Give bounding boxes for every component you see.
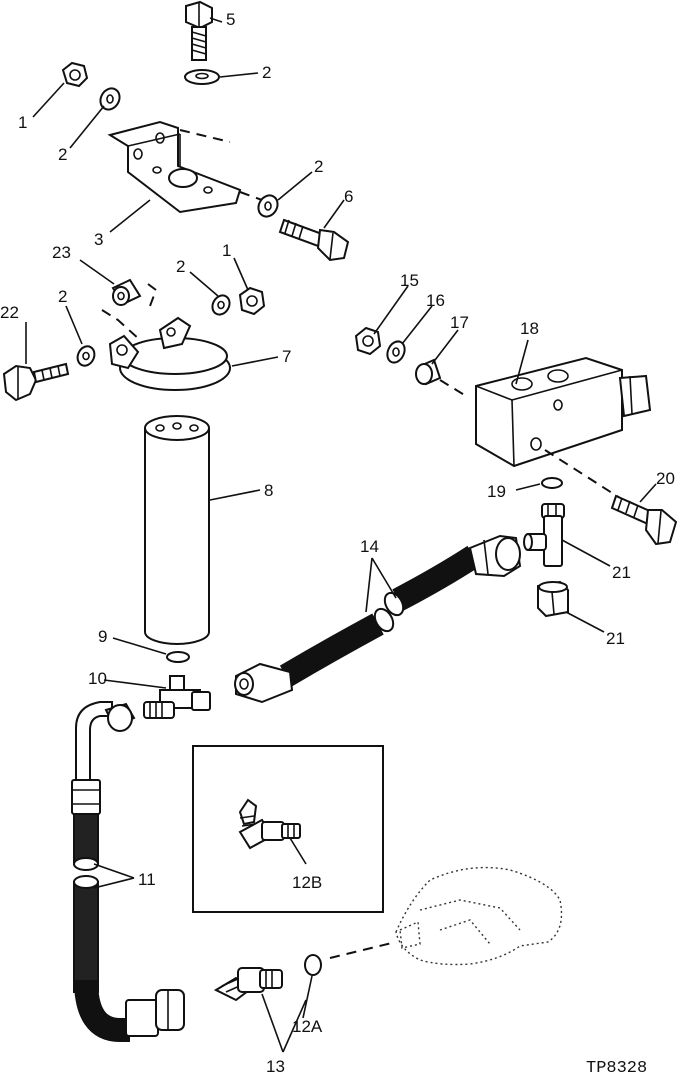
callout-4: 5 bbox=[226, 10, 235, 29]
part-1-nut-upper bbox=[61, 61, 89, 88]
part-20-tee-fitting bbox=[523, 503, 565, 567]
callout-6: 7 bbox=[282, 347, 291, 366]
part-19-cap-screw bbox=[610, 494, 678, 546]
part-16-spacer bbox=[415, 358, 442, 386]
callout-1-clamp: 1 bbox=[222, 241, 231, 260]
part-13-hose bbox=[234, 534, 522, 704]
callout-14: 15 bbox=[400, 271, 419, 290]
part-14-nut bbox=[354, 326, 382, 356]
part-3-bracket bbox=[107, 120, 263, 214]
callout-5: 6 bbox=[344, 187, 353, 206]
callout-20: 21 bbox=[612, 563, 631, 582]
callout-22: 22 bbox=[0, 303, 19, 322]
part-15-washer bbox=[386, 340, 406, 364]
compressor-outline bbox=[395, 866, 563, 966]
diagram-code: TP8328 bbox=[586, 1059, 647, 1078]
callout-2-left: 2 bbox=[58, 287, 67, 306]
callout-18: 19 bbox=[487, 482, 506, 501]
part-18-o-ring bbox=[541, 477, 563, 489]
callout-16: 17 bbox=[450, 313, 469, 332]
part-12b-fitting bbox=[213, 967, 283, 1002]
callout-1-upper: 1 bbox=[18, 113, 27, 132]
part-2-washer-right bbox=[257, 194, 279, 218]
callout-10: 11 bbox=[138, 870, 156, 889]
part-23-spacer bbox=[101, 278, 158, 341]
part-7-receiver-drier bbox=[144, 415, 210, 645]
part-21-nut bbox=[537, 580, 569, 618]
part-17-valve-block bbox=[439, 356, 652, 499]
callout-15: 16 bbox=[426, 291, 445, 310]
part-8-o-ring bbox=[166, 651, 190, 663]
callout-11: 12A bbox=[292, 1017, 323, 1036]
part-22-cap-screw bbox=[2, 362, 70, 402]
callout-23: 23 bbox=[52, 243, 71, 262]
part-2-washer-clamp bbox=[211, 294, 231, 316]
callout-12b: 13 bbox=[266, 1057, 285, 1076]
part-10-hose bbox=[71, 701, 185, 1042]
callout-2-clamp: 2 bbox=[176, 257, 185, 276]
callout-2-top: 2 bbox=[262, 63, 271, 82]
leader-lines bbox=[25, 17, 657, 1053]
callout-2-upper-left: 2 bbox=[58, 145, 67, 164]
callout-labels: 5 2 1 2 3 2 6 23 2 1 2 22 7 8 15 16 17 1… bbox=[0, 10, 675, 1078]
part-12a-inset-box bbox=[192, 745, 384, 913]
callout-17: 18 bbox=[520, 319, 539, 338]
callout-19: 20 bbox=[656, 469, 675, 488]
part-5-cap-screw bbox=[278, 218, 350, 262]
callout-12a: 12B bbox=[292, 873, 322, 892]
callout-9: 10 bbox=[88, 669, 107, 688]
part-11-o-ring bbox=[304, 954, 322, 976]
callout-21-label: 21 bbox=[606, 629, 625, 648]
part-1-nut-clamp bbox=[238, 286, 266, 316]
part-4-cap-screw bbox=[185, 0, 213, 61]
callout-8: 9 bbox=[98, 627, 107, 646]
callout-2-bracket-right: 2 bbox=[314, 157, 323, 176]
part-2-washer-upper-left bbox=[99, 87, 121, 111]
callout-7: 8 bbox=[264, 481, 273, 500]
part-2-washer-top bbox=[184, 69, 220, 85]
callout-3: 3 bbox=[94, 230, 103, 249]
part-2-washer-left bbox=[76, 345, 96, 367]
connection-line-compressor bbox=[329, 941, 397, 959]
part-6-clamp bbox=[108, 316, 231, 391]
callout-13: 14 bbox=[360, 537, 379, 556]
part-9-tee-fitting bbox=[143, 675, 211, 719]
